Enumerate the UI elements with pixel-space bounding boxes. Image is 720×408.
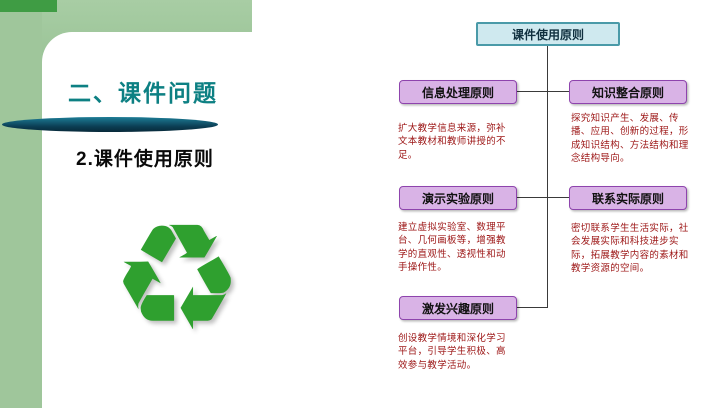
slide-title: 二、课件问题: [68, 80, 218, 106]
flowchart-box-knowledge-integration: 知识整合原则: [569, 80, 687, 104]
note-demonstration-experiment: 建立虚拟实验室、数理平台、几何画板等，增强教学的直观性、透视性和动手操作性。: [398, 222, 506, 273]
flowchart-root-box: 课件使用原则: [476, 22, 620, 46]
flowchart-box-stimulate-interest: 激发兴趣原则: [399, 296, 517, 320]
connector-row1-line: [517, 91, 569, 92]
connector-trunk-line: [547, 46, 548, 308]
flowchart-box-connect-reality: 联系实际原则: [569, 186, 687, 210]
top-dark-green-block: [0, 0, 57, 12]
title-underline-swoosh: [2, 117, 218, 132]
recycle-icon: ♻: [110, 192, 244, 364]
connector-row3-line: [517, 307, 547, 308]
note-knowledge-integration: 探究知识产生、发展、传播、应用、创新的过程，形成知识结构、方法结构和理念结构导向…: [571, 113, 689, 164]
note-information-processing: 扩大教学信息来源，弥补文本教材和教师讲授的不足。: [398, 123, 506, 161]
left-green-strip: [0, 0, 42, 408]
flowchart-box-demonstration-experiment: 演示实验原则: [399, 186, 517, 210]
slide-subtitle: 2.课件使用原则: [76, 149, 214, 170]
note-stimulate-interest: 创设教学情境和深化学习平台，引导学生积极、高效参与教学活动。: [398, 333, 506, 371]
flowchart-box-information-processing: 信息处理原则: [399, 80, 517, 104]
connector-row2-line: [517, 197, 569, 198]
note-connect-reality: 密切联系学生生活实际，社会发展实际和科技进步实际，拓展教学内容的素材和教学资源的…: [571, 223, 689, 274]
